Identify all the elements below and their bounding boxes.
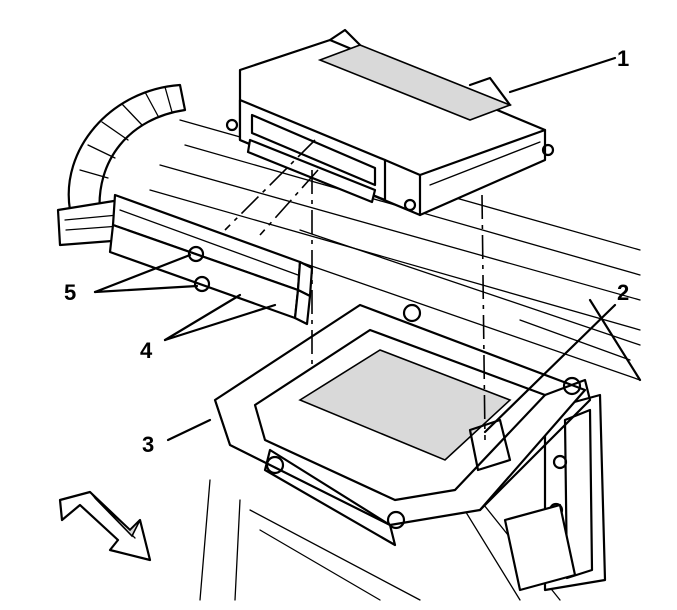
callout-2-label: 2: [617, 280, 629, 305]
harness-connector: [108, 193, 314, 326]
tray-bolt-icon: [402, 303, 422, 323]
ecm-mount-icon: [541, 143, 555, 157]
tray-bolt-icon: [562, 376, 582, 396]
connector-bolt-icon: [187, 245, 205, 263]
mounting-bracket-panel: [503, 393, 607, 592]
ecm-module: [225, 28, 555, 217]
tray-bolt-icon: [386, 510, 406, 530]
wiring-harness: [56, 83, 187, 247]
ecm-tray: [213, 303, 592, 547]
front-direction-arrow-icon: [58, 490, 152, 562]
alignment-lines: [224, 139, 486, 441]
bracket-bolt-icon: [552, 454, 568, 470]
leader-lines: [93, 56, 617, 442]
callout-3-label: 3: [142, 432, 154, 457]
callout-4-label: 4: [140, 338, 153, 363]
callout-1-label: 1: [617, 46, 629, 71]
connector-bolt-icon: [193, 275, 211, 293]
tray-bolt-icon: [265, 455, 285, 475]
callout-5-label: 5: [64, 280, 76, 305]
ecm-mount-icon: [403, 198, 417, 212]
ecm-mount-icon: [225, 118, 239, 132]
